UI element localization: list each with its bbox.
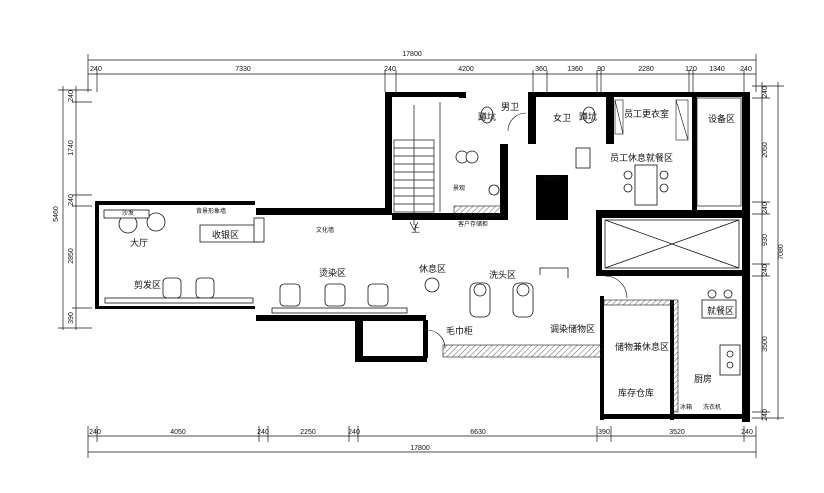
perm-chairs <box>271 283 408 314</box>
room-dining: 就餐区 <box>707 305 734 317</box>
room-perm-dye: 烫染区 <box>319 267 346 279</box>
top-dim-2: 7330 <box>235 66 251 73</box>
wash-area-wall <box>539 267 569 278</box>
left-dim-2: 1740 <box>68 140 75 156</box>
haircut-chairs <box>104 277 254 304</box>
bottom-dim-1: 240 <box>89 429 101 436</box>
right-dim-7: 240 <box>762 409 769 421</box>
top-dim-5: 360 <box>535 66 547 73</box>
room-female-wc: 女卫 <box>553 112 571 124</box>
label-washer: 洗衣机 <box>703 403 721 411</box>
toilets <box>455 106 596 196</box>
door-swings <box>426 112 628 349</box>
room-kitchen: 厨房 <box>694 373 712 385</box>
walls <box>95 92 750 422</box>
room-warehouse: 库存仓库 <box>618 387 654 399</box>
right-total-dim: 7080 <box>778 244 785 260</box>
right-dim-6: 3500 <box>762 336 769 352</box>
room-rest: 休息区 <box>419 263 446 275</box>
left-dimension-lines <box>58 86 92 330</box>
shaft-box <box>604 219 740 269</box>
top-dim-3: 240 <box>384 66 396 73</box>
bottom-dim-6: 6630 <box>470 429 486 436</box>
kitchen-counter <box>719 344 741 376</box>
room-dye-storage: 调染储物区 <box>550 323 595 335</box>
top-dimension-lines <box>87 54 757 92</box>
label-fridge: 冰箱 <box>680 403 692 411</box>
top-total-dim: 17800 <box>402 51 422 58</box>
kitchen-dining-table <box>701 289 737 319</box>
bottom-dim-5: 240 <box>348 429 360 436</box>
bottom-dim-8: 3520 <box>669 429 685 436</box>
label-customer-storage: 客户存储柜 <box>458 220 488 228</box>
top-dim-1: 240 <box>90 66 102 73</box>
top-dim-10: 1340 <box>709 66 725 73</box>
bottom-dimension-lines <box>87 426 757 458</box>
right-dim-1: 240 <box>762 86 769 98</box>
label-culture-wall: 文化墙 <box>316 226 334 234</box>
bottom-dim-4: 2250 <box>300 429 316 436</box>
cashier-counter <box>199 217 265 243</box>
bottom-dim-3: 240 <box>257 429 269 436</box>
room-staff-rest: 员工休息就餐区 <box>610 152 673 164</box>
right-dimension-lines <box>752 82 784 420</box>
room-cashier: 收银区 <box>212 229 239 241</box>
top-dim-11: 240 <box>740 66 752 73</box>
locker-column <box>614 99 689 141</box>
bottom-total-dim: 17800 <box>410 445 430 452</box>
top-dim-7: 90 <box>597 66 605 73</box>
top-dim-4: 4200 <box>458 66 474 73</box>
label-sofa: 沙发 <box>122 209 134 217</box>
room-equipment: 设备区 <box>708 113 735 125</box>
right-dim-4: 930 <box>762 234 769 246</box>
left-dim-5: 390 <box>68 312 75 324</box>
room-squat-2: 蹲坑 <box>579 111 597 123</box>
lobby-seating <box>103 209 166 234</box>
staircase <box>393 102 441 231</box>
staff-dining-table <box>623 164 669 206</box>
top-dim-6: 1360 <box>567 66 583 73</box>
hatched-walls <box>442 205 679 413</box>
room-haircut: 剪发区 <box>134 279 161 291</box>
room-storage-rest: 储物兼休息区 <box>615 341 669 353</box>
top-dim-9: 120 <box>685 66 697 73</box>
equipment-box <box>696 97 742 207</box>
bottom-dim-9: 240 <box>741 429 753 436</box>
left-dim-1: 240 <box>68 90 75 102</box>
bottom-dim-2: 4050 <box>170 429 186 436</box>
right-dim-5: 240 <box>762 264 769 276</box>
left-dim-3: 240 <box>68 194 75 206</box>
left-total-dim: 5460 <box>53 206 60 222</box>
up-label: 上 <box>411 224 420 235</box>
room-lobby: 大厅 <box>130 237 148 249</box>
right-dim-2: 2050 <box>762 142 769 158</box>
left-dim-4: 2850 <box>68 248 75 264</box>
room-wash: 洗头区 <box>489 269 516 281</box>
room-male-wc: 男卫 <box>501 102 519 113</box>
room-squat-1: 蹲坑 <box>478 111 496 123</box>
label-backdrop-wall: 背景形象墙 <box>196 207 226 215</box>
wash-chairs <box>425 278 534 318</box>
label-landscape: 景观 <box>453 185 465 192</box>
room-staff-locker: 员工更衣室 <box>624 108 669 120</box>
top-dim-8: 2280 <box>638 66 654 73</box>
rest-table <box>424 277 440 293</box>
bottom-dim-7: 390 <box>598 429 610 436</box>
right-dim-3: 240 <box>762 202 769 214</box>
label-cabinet: 储物柜 <box>543 175 561 183</box>
label-towel-cabinet: 毛巾柜 <box>446 325 473 337</box>
